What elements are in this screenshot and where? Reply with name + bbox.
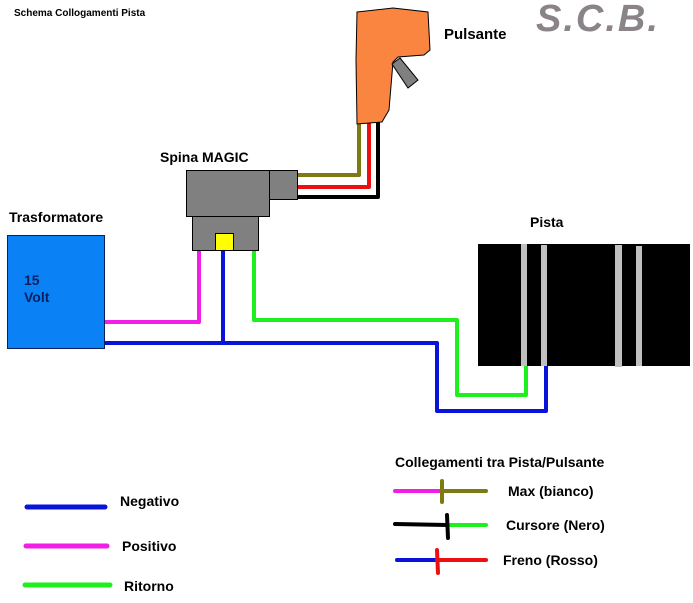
- controller-trigger: [391, 57, 419, 89]
- legend-label-positivo: Positivo: [122, 538, 177, 554]
- voltage-label: 15 Volt: [24, 272, 50, 305]
- track-rail: [541, 245, 547, 366]
- track-rail: [615, 245, 622, 367]
- controller: [355, 7, 431, 125]
- plug-label: Spina MAGIC: [160, 149, 249, 165]
- track-label: Pista: [530, 214, 564, 230]
- wire-positivo: [105, 250, 201, 324]
- wire-cursore: [298, 122, 380, 199]
- page-title: Schema Collogamenti Pista: [14, 8, 146, 19]
- track-rail: [521, 244, 527, 366]
- wire-negativo: [105, 341, 548, 413]
- legend-pulsante-title: Collegamenti tra Pista/Pulsante: [395, 454, 605, 470]
- legend-cursore-mark: [445, 513, 450, 540]
- legend-cursore-left: [393, 522, 449, 527]
- legend-label-ritorno: Ritorno: [124, 578, 174, 594]
- brand-logo: S.C.B.: [536, 0, 660, 40]
- legend-label-negativo: Negativo: [120, 493, 180, 509]
- legend-main: [22, 504, 113, 588]
- wire-ritorno: [252, 250, 528, 397]
- legend-pulsante: [393, 479, 488, 575]
- transformer-label: Trasformatore: [9, 209, 104, 225]
- legend-label-freno: Freno (Rosso): [503, 552, 598, 568]
- wire-max: [298, 118, 361, 177]
- transformer: [7, 235, 105, 349]
- plug-body: [186, 170, 270, 217]
- track-rail: [636, 246, 642, 366]
- plug-cable-end: [269, 170, 298, 200]
- legend-freno-mark: [435, 548, 440, 575]
- plug-pin: [215, 233, 234, 251]
- legend-label-cursore: Cursore (Nero): [506, 517, 605, 533]
- controller-label: Pulsante: [444, 26, 507, 43]
- track: [478, 244, 690, 366]
- legend-label-max: Max (bianco): [508, 483, 594, 499]
- wire-freno: [298, 122, 371, 189]
